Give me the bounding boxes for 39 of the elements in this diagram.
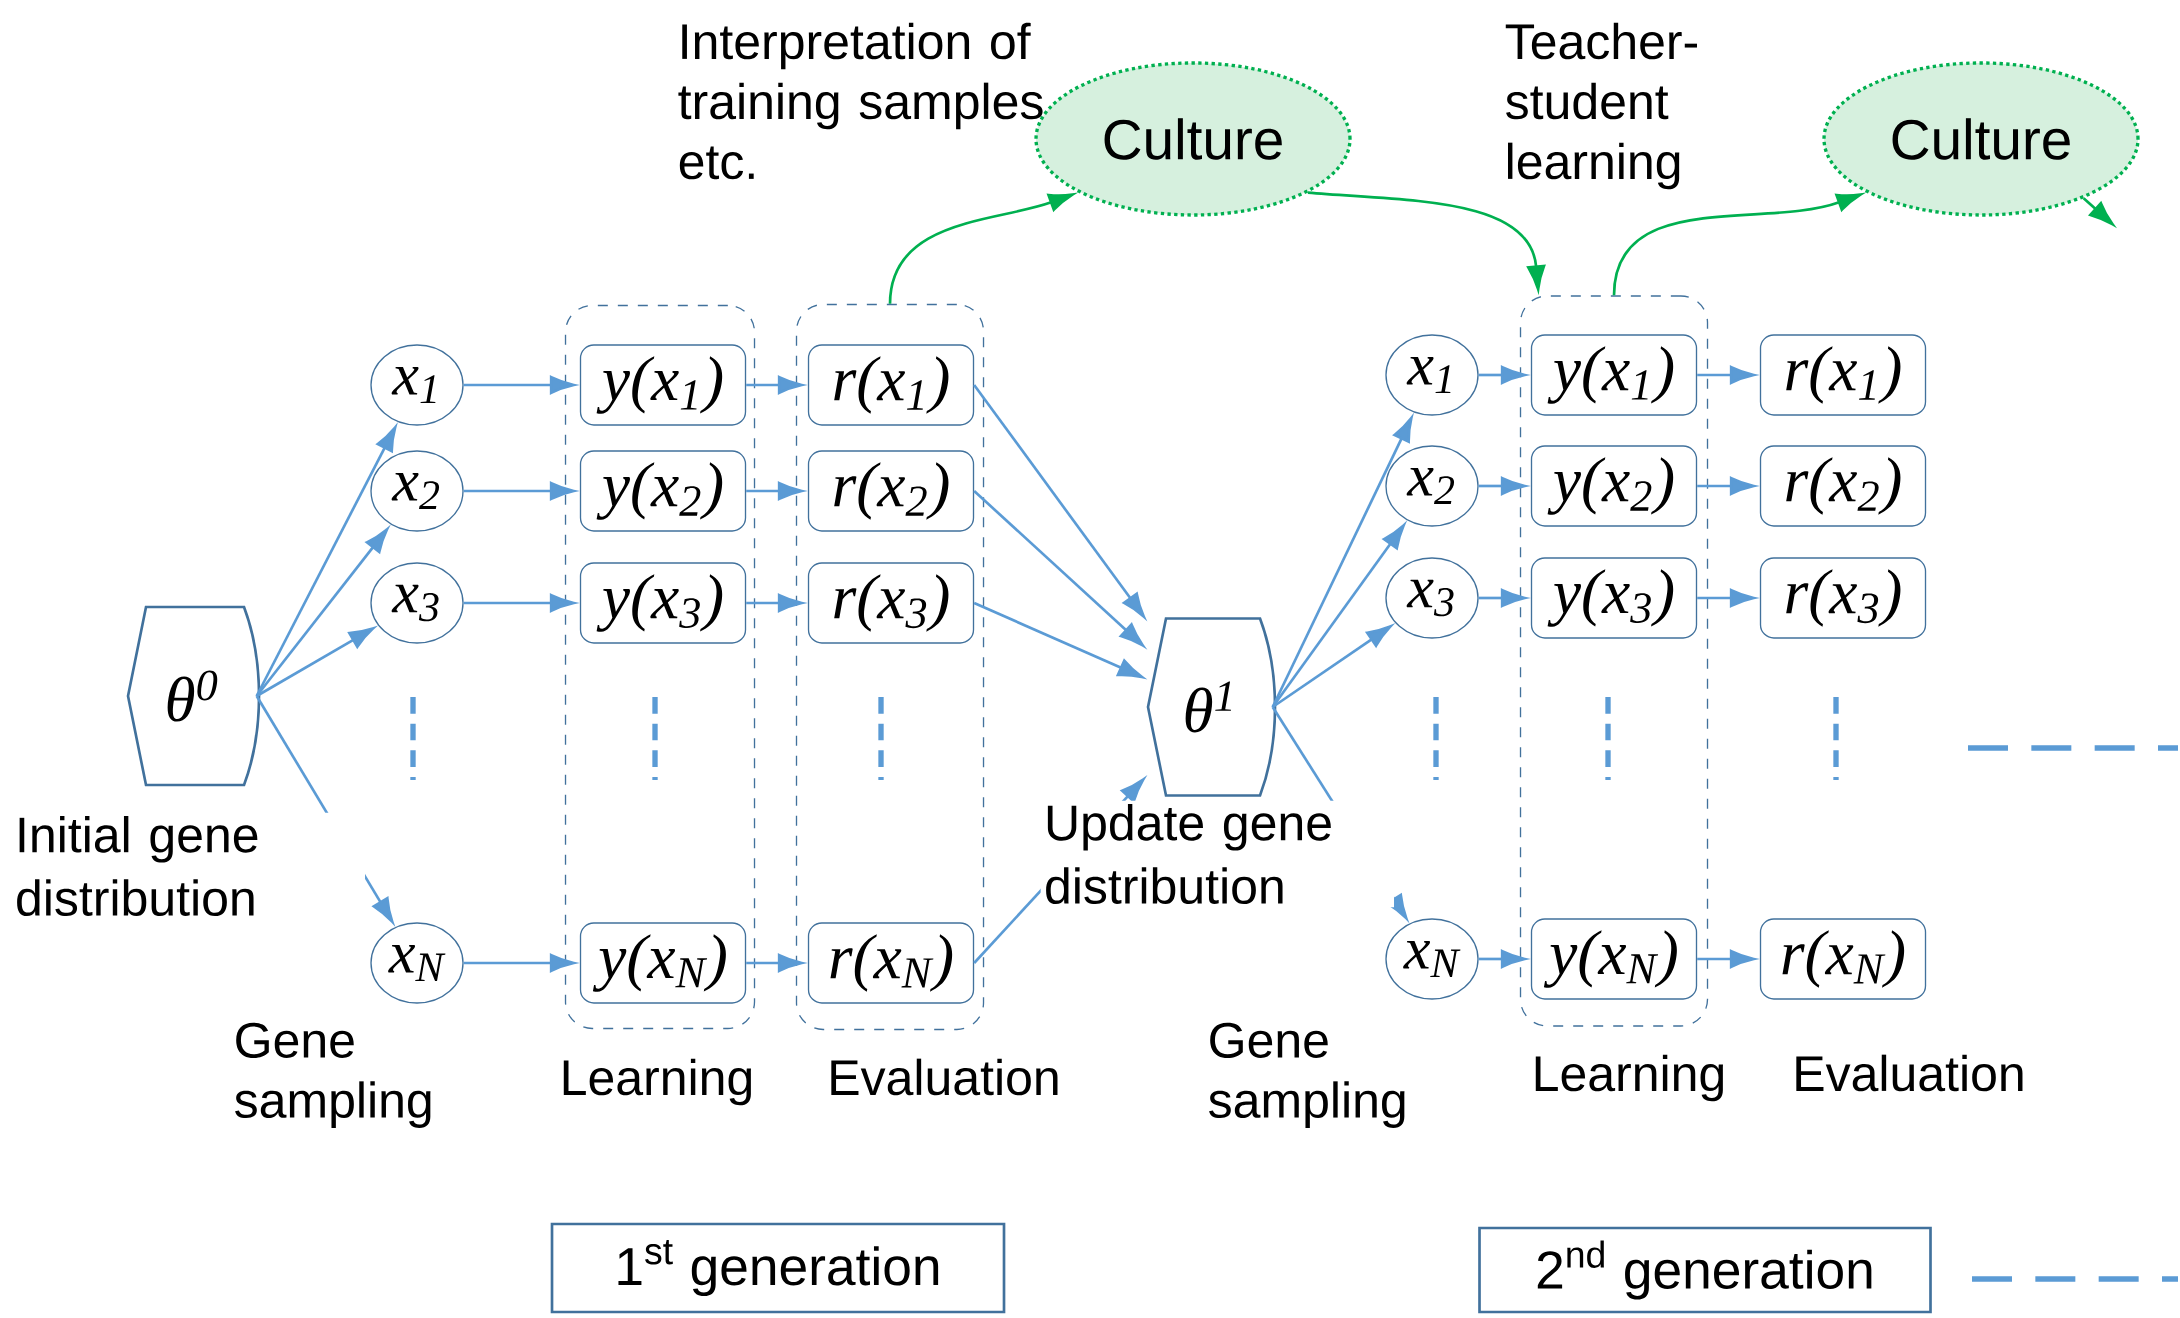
circle-node: x$_{N}$ xyxy=(370,922,464,1004)
rounded-box: r(x$_{2}$) xyxy=(807,450,975,532)
circle-node: x$_{3}$ xyxy=(1385,557,1479,639)
caption-text: Gene sampling xyxy=(1209,1022,1405,1128)
rounded-box: r(x$_{1}$) xyxy=(1759,334,1927,416)
circle-node: x$_{2}$ xyxy=(1385,445,1479,527)
circle-node: x$_{1}$ xyxy=(1385,334,1479,416)
caption-text: Teacher-student learning xyxy=(1505,22,1697,190)
rounded-box: r(x$_{N}$) xyxy=(807,922,975,1004)
node-caption: Initial gene distribution xyxy=(11,812,365,920)
circle-node: x$_{2}$ xyxy=(370,450,464,532)
rounded-box: y(x$_{N}$) xyxy=(1530,918,1698,1000)
dashed-group-box xyxy=(1519,295,1709,1027)
caption-text: Evaluation xyxy=(831,1058,1058,1096)
caption-text: Gene sampling xyxy=(235,1022,431,1128)
generation-box: 1$^{st}$ generation xyxy=(550,1222,1006,1314)
rounded-box: y(x$_{3}$) xyxy=(1530,557,1698,639)
rounded-box: y(x$_{3}$) xyxy=(579,562,747,644)
arrow xyxy=(2082,197,2114,226)
rounded-box: y(x$_{2}$) xyxy=(1530,445,1698,527)
generation-box: 2$^{nd}$ generation xyxy=(1478,1226,1932,1314)
rounded-box: y(x$_{1}$) xyxy=(1530,334,1698,416)
rounded-box: r(x$_{2}$) xyxy=(1759,445,1927,527)
caption-text: Evaluation xyxy=(1796,1054,2023,1092)
caption-text: Learning xyxy=(1535,1054,1723,1102)
rounded-box: y(x$_{1}$) xyxy=(579,344,747,426)
circle-node: x$_{1}$ xyxy=(370,344,464,426)
rounded-box: r(x$_{1}$) xyxy=(807,344,975,426)
rounded-box: r(x$_{3}$) xyxy=(807,562,975,644)
caption-text: Learning xyxy=(563,1058,752,1106)
node-caption: Update gene distribution xyxy=(1040,800,1394,908)
rounded-box: y(x$_{N}$) xyxy=(579,922,747,1004)
dashed-group-box xyxy=(795,303,985,1031)
rounded-box: y(x$_{2}$) xyxy=(579,450,747,532)
circle-node: x$_{3}$ xyxy=(370,562,464,644)
rounded-box: r(x$_{3}$) xyxy=(1759,557,1927,639)
dashed-group-box xyxy=(564,304,756,1030)
rounded-box: r(x$_{N}$) xyxy=(1759,918,1927,1000)
circle-node: x$_{N}$ xyxy=(1385,918,1479,1000)
